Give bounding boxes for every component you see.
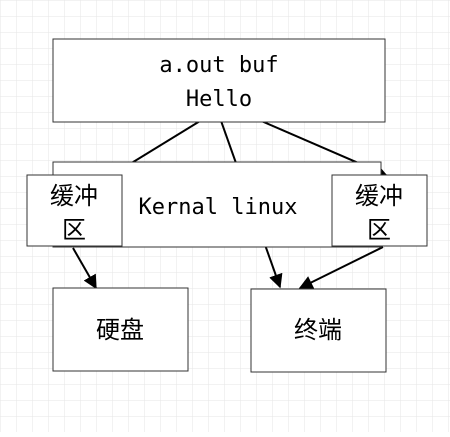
arrow-left-cache-to-disk — [72, 247, 97, 290]
terminal-node: 终端 — [250, 288, 387, 373]
disk-node: 硬盘 — [52, 287, 189, 372]
buffer-node: a.out buf Hello — [52, 38, 386, 123]
right-cache-line1: 缓冲 — [355, 182, 403, 210]
left-cache-node: 缓冲 区 — [26, 174, 123, 247]
terminal-label: 终端 — [294, 316, 342, 344]
kernel-label: Kernal linux — [139, 195, 298, 220]
disk-label: 硬盘 — [96, 316, 144, 344]
buffer-title: a.out buf — [159, 53, 278, 78]
right-cache-line2: 区 — [367, 216, 391, 244]
arrow-right-cache-to-terminal — [298, 246, 384, 289]
right-cache-node: 缓冲 区 — [331, 174, 428, 247]
left-cache-line1: 缓冲 — [50, 182, 98, 210]
buffer-content: Hello — [186, 87, 252, 112]
left-cache-line2: 区 — [62, 216, 86, 244]
